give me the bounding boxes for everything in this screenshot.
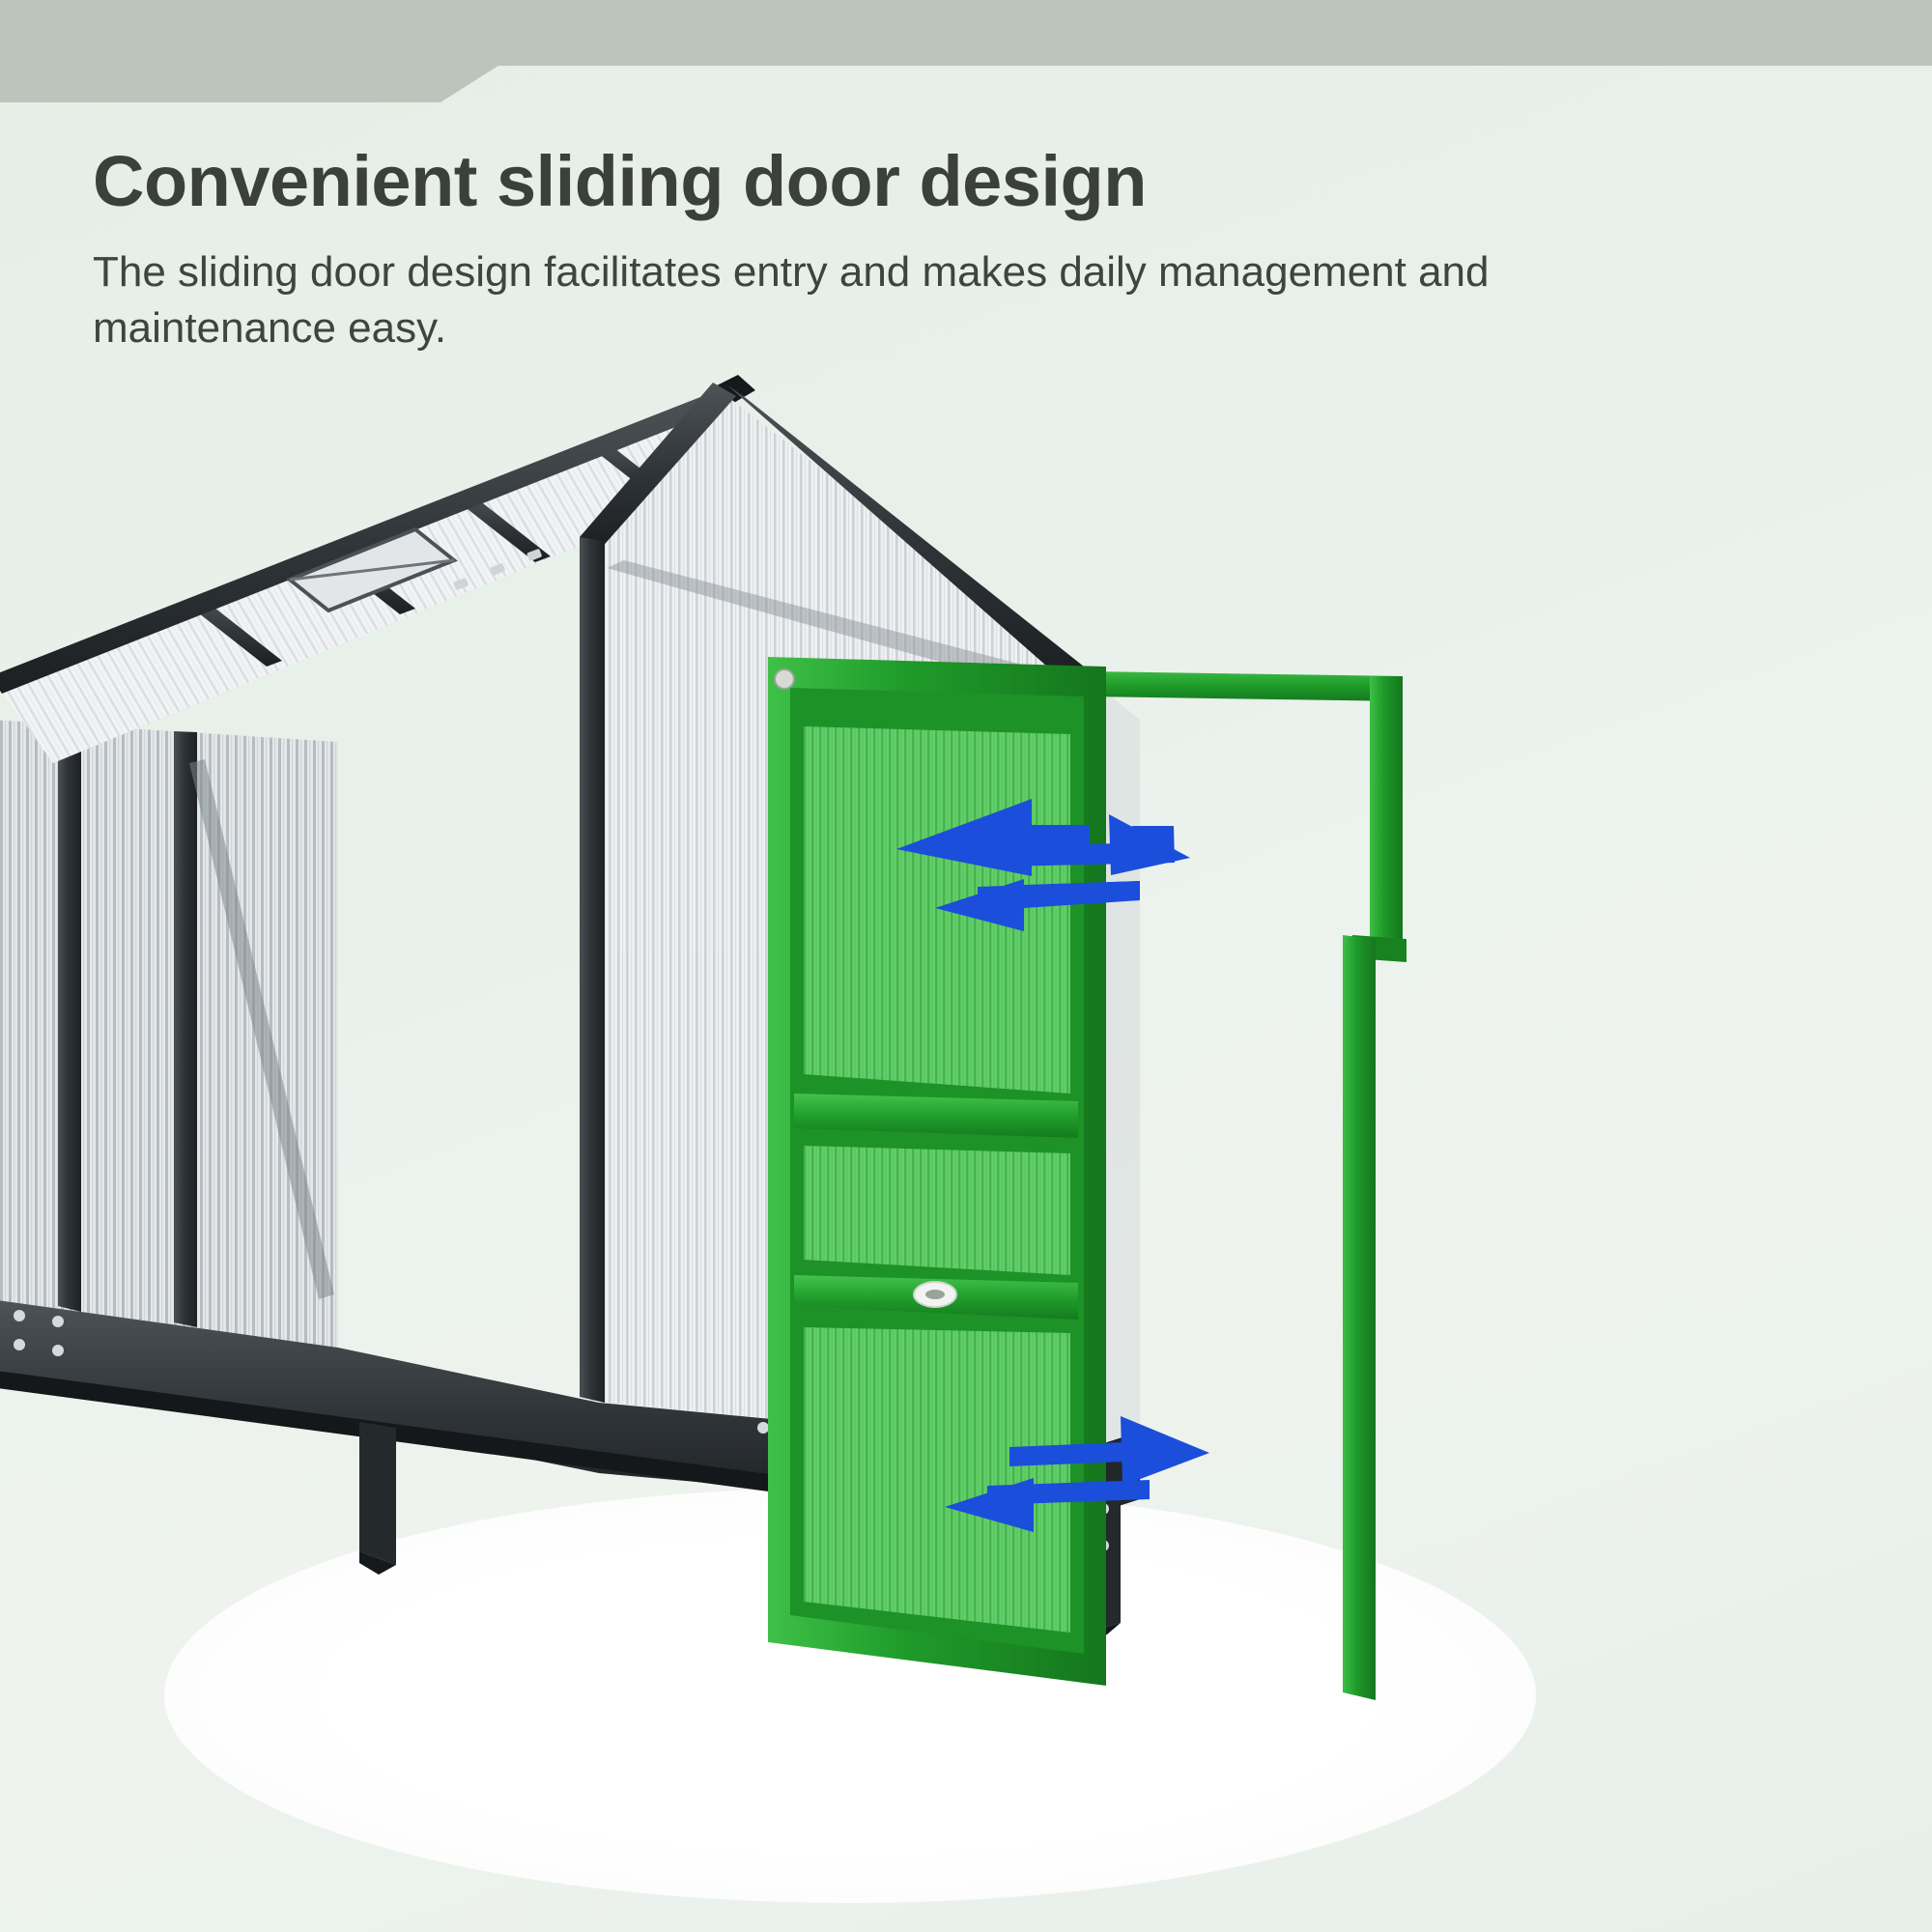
sliding-door xyxy=(768,657,1106,1686)
roof-left-slope xyxy=(0,388,802,763)
roof-vent-panel xyxy=(286,526,458,613)
page-subtitle: The sliding door design facilitates entr… xyxy=(93,248,1490,352)
door-handle xyxy=(913,1281,957,1308)
door-right-jamb xyxy=(1343,935,1376,1700)
feature-text-block: Convenient sliding door design The slidi… xyxy=(93,145,1832,355)
left-side-wall xyxy=(0,720,338,1348)
frame-bolt xyxy=(774,668,795,690)
page-title: Convenient sliding door design xyxy=(93,141,1147,221)
